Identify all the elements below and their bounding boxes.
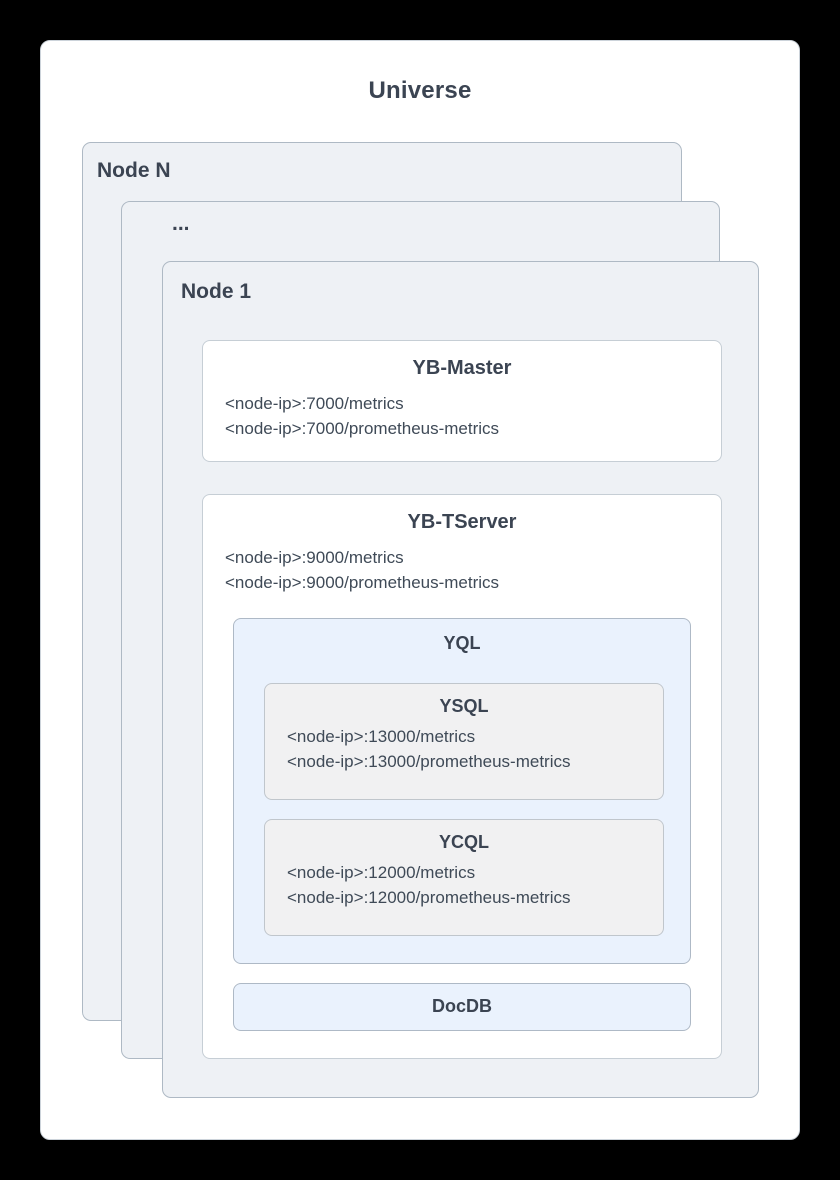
ycql-prometheus-endpoint: <node-ip>:12000/prometheus-metrics [287,888,571,907]
ycql-box: YCQL <node-ip>:12000/metrics <node-ip>:1… [264,819,664,936]
yb-tserver-metrics-endpoint: <node-ip>:9000/metrics [225,548,404,567]
ysql-metrics-endpoint: <node-ip>:13000/metrics [287,727,476,746]
ysql-title: YSQL [439,696,489,716]
ysql-endpoints: <node-ip>:13000/metrics <node-ip>:13000/… [265,724,663,774]
ycql-title: YCQL [438,832,489,852]
yb-master-title: YB-Master [412,357,512,379]
yql-box: YQL YSQL <node-ip>:13000/metrics <node-i… [233,618,691,964]
yb-master-prometheus-endpoint: <node-ip>:7000/prometheus-metrics [225,419,500,438]
node-1-box: Node 1 YB-Master <node-ip>:7000/metrics … [162,261,759,1098]
docdb-box: DocDB [233,983,691,1031]
node-n-label: Node N [97,159,171,182]
node-1-label: Node 1 [181,280,252,303]
universe-title: Universe [368,77,472,104]
node-ellipsis-label: ... [172,212,190,235]
docdb-title: DocDB [431,996,492,1016]
yb-tserver-title: YB-TServer [407,511,517,533]
universe-container: Universe Node N ... Node 1 YB-Master <no… [40,40,800,1140]
yb-tserver-prometheus-endpoint: <node-ip>:9000/prometheus-metrics [225,573,500,592]
yb-master-metrics-endpoint: <node-ip>:7000/metrics [225,394,404,413]
ysql-box: YSQL <node-ip>:13000/metrics <node-ip>:1… [264,683,664,800]
yb-tserver-endpoints: <node-ip>:9000/metrics <node-ip>:9000/pr… [203,545,721,595]
yb-master-endpoints: <node-ip>:7000/metrics <node-ip>:7000/pr… [203,391,721,441]
yql-title: YQL [443,633,481,653]
ycql-metrics-endpoint: <node-ip>:12000/metrics [287,863,476,882]
yb-master-box: YB-Master <node-ip>:7000/metrics <node-i… [202,340,722,462]
yb-tserver-box: YB-TServer <node-ip>:9000/metrics <node-… [202,494,722,1059]
ysql-prometheus-endpoint: <node-ip>:13000/prometheus-metrics [287,752,571,771]
ycql-endpoints: <node-ip>:12000/metrics <node-ip>:12000/… [265,860,663,910]
